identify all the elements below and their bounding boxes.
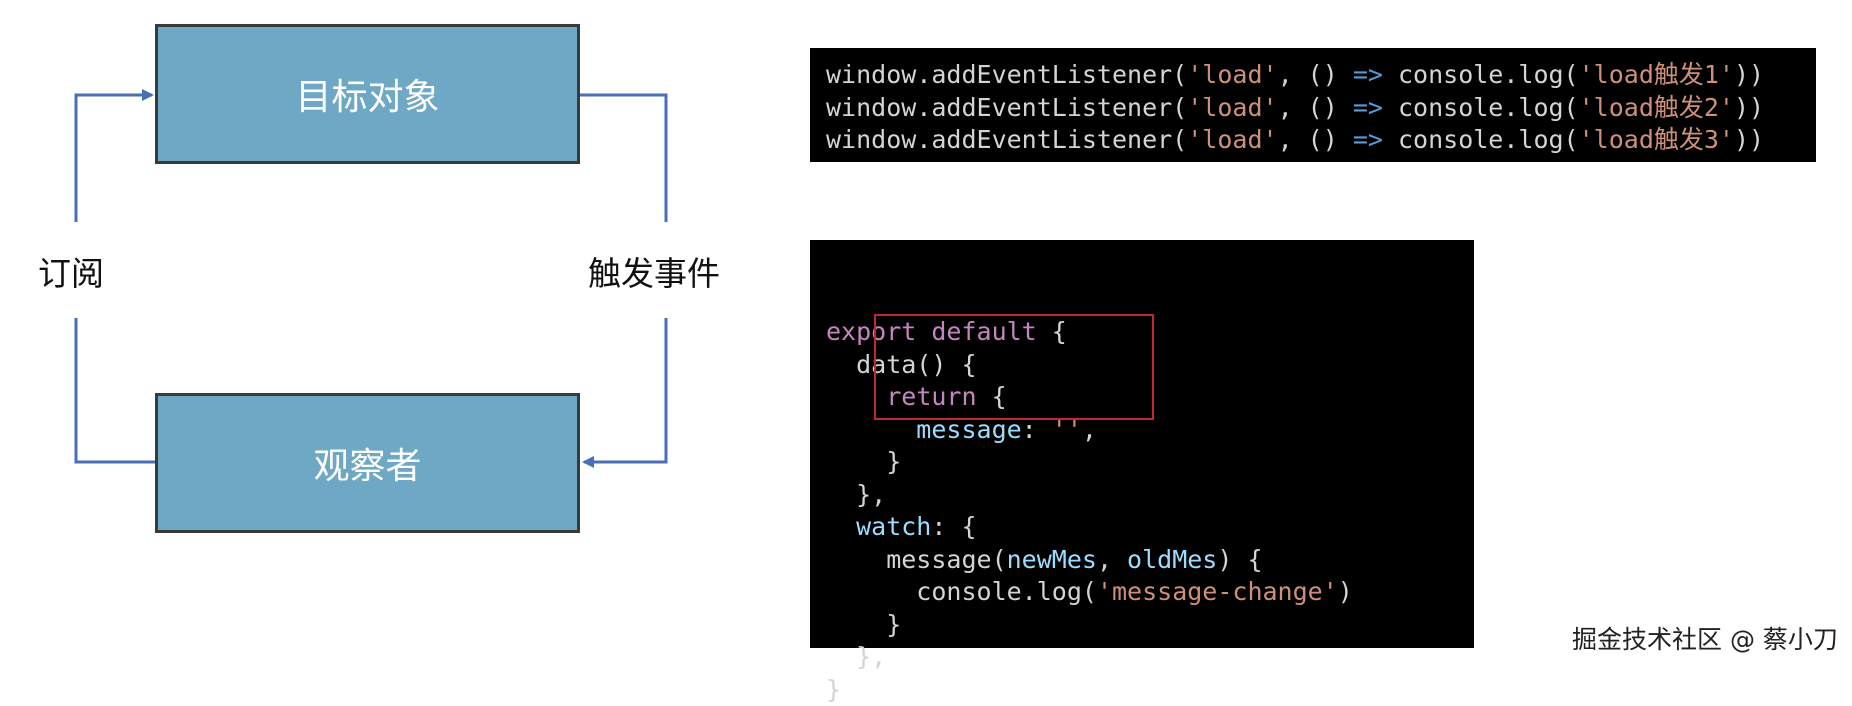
code-token: 'load' xyxy=(1187,93,1277,122)
code-token: console.log( xyxy=(826,577,1097,606)
code-token: newMes xyxy=(1007,545,1097,574)
code-token: console.log( xyxy=(1383,125,1579,154)
code-token: oldMes xyxy=(1127,545,1217,574)
code-line: } xyxy=(826,674,1474,706)
code-token: console.log( xyxy=(1383,60,1579,89)
trigger-event-label: 触发事件 xyxy=(588,247,720,295)
code-token: , () xyxy=(1278,93,1353,122)
subscribe-arrow-upper xyxy=(76,95,152,222)
code-block-vue-watch: export default { data() { return { messa… xyxy=(810,240,1474,648)
trigger-arrow-upper xyxy=(580,95,666,222)
code-line: } xyxy=(826,446,1474,479)
code-block-event-listeners: window.addEventListener('load', () => co… xyxy=(810,48,1816,162)
code-line: message(newMes, oldMes) { xyxy=(826,544,1474,577)
code-line: window.addEventListener('load', () => co… xyxy=(826,124,1816,157)
code-token: }, xyxy=(826,642,886,671)
code-token: => xyxy=(1353,60,1383,89)
code-token: window xyxy=(826,125,916,154)
subscribe-label: 订阅 xyxy=(38,247,104,295)
code-line: watch: { xyxy=(826,511,1474,544)
code-token: => xyxy=(1353,125,1383,154)
code-token: 'load触发3' xyxy=(1579,125,1734,154)
code-token: window xyxy=(826,60,916,89)
code-token: .addEventListener( xyxy=(916,60,1187,89)
code-token: 'load触发2' xyxy=(1579,93,1734,122)
code-token: 'load' xyxy=(1187,125,1277,154)
code-token: } xyxy=(826,447,901,476)
code-token: .addEventListener( xyxy=(916,93,1187,122)
code-line: } xyxy=(826,609,1474,642)
code-token: , () xyxy=(1278,125,1353,154)
code-line: window.addEventListener('load', () => co… xyxy=(826,92,1816,125)
code-token: } xyxy=(826,675,841,704)
code-token: 'message-change' xyxy=(1097,577,1338,606)
code-line: window.addEventListener('load', () => co… xyxy=(826,59,1816,92)
code-line: }, xyxy=(826,479,1474,512)
code-token: .addEventListener( xyxy=(916,125,1187,154)
watermark: 掘金技术社区 @ 蔡小刀 xyxy=(1572,620,1838,656)
code-token: } xyxy=(826,610,901,639)
code-token: => xyxy=(1353,93,1383,122)
return-highlight-box xyxy=(874,314,1154,420)
code-token: )) xyxy=(1734,93,1764,122)
code-token: console.log( xyxy=(1383,93,1579,122)
trigger-arrow-lower xyxy=(584,318,666,462)
code-token: 'load' xyxy=(1187,60,1277,89)
code-token: message( xyxy=(826,545,1007,574)
code-token: ) xyxy=(1338,577,1353,606)
subscribe-arrow-lower xyxy=(76,318,155,462)
observer-box: 观察者 xyxy=(155,393,580,533)
code-token: watch xyxy=(826,512,931,541)
code-token: window xyxy=(826,93,916,122)
code-line: console.log('message-change') xyxy=(826,576,1474,609)
code-token: }, xyxy=(826,480,886,509)
target-object-box: 目标对象 xyxy=(155,24,580,164)
observer-label: 观察者 xyxy=(313,437,421,489)
code-token: , () xyxy=(1278,60,1353,89)
code-token: , xyxy=(1097,545,1127,574)
code-token: )) xyxy=(1734,60,1764,89)
code-token: ) { xyxy=(1217,545,1262,574)
code-token: )) xyxy=(1734,125,1764,154)
code-token: : { xyxy=(931,512,976,541)
target-object-label: 目标对象 xyxy=(295,68,439,120)
code-token: 'load触发1' xyxy=(1579,60,1734,89)
